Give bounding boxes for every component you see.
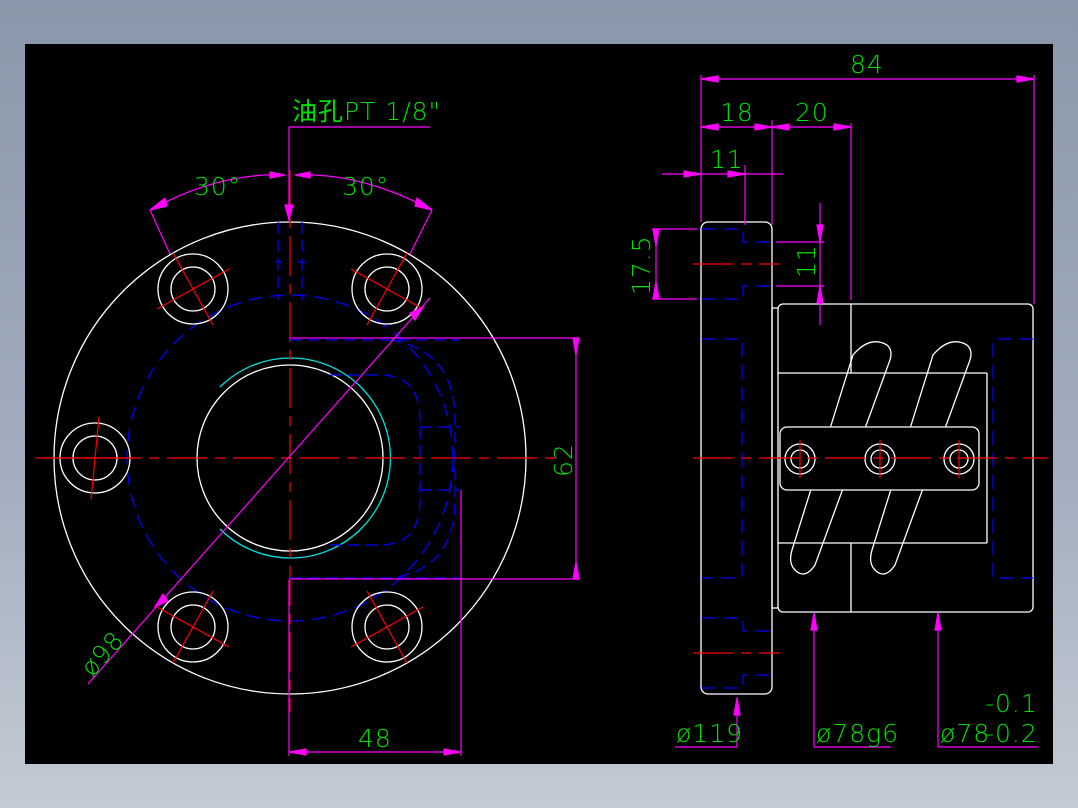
side-centerlines [693,263,1048,654]
hidden-features [275,222,460,579]
side-view: 84 18 20 11 17.5 11 ø119 ø78g6 ø78 -0.2 … [627,50,1048,748]
plate-screw-centers [799,440,960,478]
flange-dia-119-label: ø119 [676,719,743,748]
height-62-label: 62 [549,443,578,477]
hole-depth-11-label: 11 [710,145,744,174]
drawing-svg: 油孔PT 1/8" 30° 30° ø98 62 48 [35,50,1048,756]
oil-hole-note: 油孔PT 1/8" [292,97,441,126]
hole-offset-17-5-label: 17.5 [627,235,656,295]
overall-length-84-label: 84 [850,50,884,79]
angle-right-label: 30° [342,172,389,201]
flange-width-18-label: 18 [720,98,754,127]
body-dia-78-label: ø78 [940,719,990,748]
bolt-holes [59,253,423,663]
front-centerlines [35,170,555,712]
angle-left-label: 30° [194,172,241,201]
body-dia-78g6-label: ø78g6 [816,719,899,748]
step-width-20-label: 20 [795,98,829,127]
hole-dia-11-label: 11 [792,244,821,278]
body-tol-lower-label: -0.2 [985,719,1038,748]
bolt-circle-dia-label: ø98 [75,625,130,682]
offset-48-label: 48 [358,724,392,753]
return-tubes [789,341,972,575]
front-dimensions [87,126,580,756]
body-tol-upper-label: -0.1 [985,689,1038,718]
cad-drawing-canvas[interactable]: 油孔PT 1/8" 30° 30° ø98 62 48 [25,44,1053,764]
side-dimensions [652,75,1038,748]
front-view: 油孔PT 1/8" 30° 30° ø98 62 48 [35,97,580,756]
